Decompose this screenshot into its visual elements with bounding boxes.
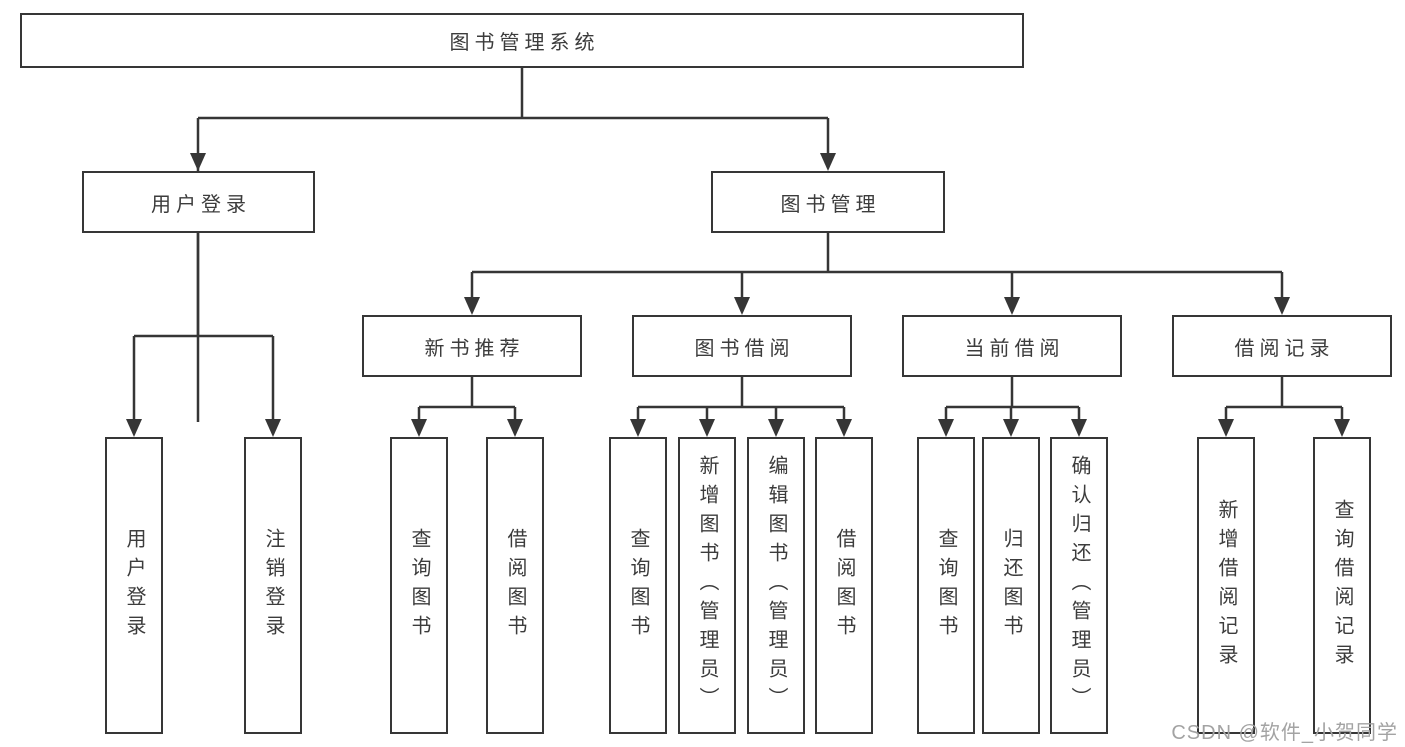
arrowhead bbox=[1004, 297, 1020, 315]
arrowhead bbox=[411, 419, 427, 437]
arrowhead bbox=[734, 297, 750, 315]
node-leaf-borrow-books-1: 借阅图书 bbox=[486, 437, 544, 734]
node-module-label: 当前借阅 bbox=[964, 337, 1065, 360]
node-leaf-confirm-return-admin: 确认归还（管理员） bbox=[1050, 437, 1108, 734]
arrowhead bbox=[938, 419, 954, 437]
node-leaf-return-books: 归还图书 bbox=[982, 437, 1040, 734]
node-leaf-label: 归还图书 bbox=[1000, 527, 1022, 644]
arrowhead bbox=[836, 419, 852, 437]
arrowhead bbox=[507, 419, 523, 437]
node-root-library-system: 图书管理系统 bbox=[20, 13, 1024, 68]
node-root-label: 图书管理系统 bbox=[449, 32, 600, 54]
node-leaf-user-login: 用户登录 bbox=[105, 437, 163, 734]
csdn-watermark: CSDN @软件_小贺同学 bbox=[1171, 722, 1398, 744]
node-module-new-book-recommend: 新书推荐 bbox=[362, 315, 582, 377]
arrowhead bbox=[1218, 419, 1234, 437]
node-module-label: 借阅记录 bbox=[1234, 337, 1335, 360]
arrowhead bbox=[1003, 419, 1019, 437]
node-branch-book-management: 图书管理 bbox=[711, 171, 945, 233]
node-module-label: 新书推荐 bbox=[424, 337, 525, 360]
arrowhead bbox=[699, 419, 715, 437]
node-leaf-query-books-3: 查询图书 bbox=[917, 437, 975, 734]
node-leaf-borrow-books-2: 借阅图书 bbox=[815, 437, 873, 734]
node-leaf-label: 确认归还（管理员） bbox=[1068, 455, 1090, 716]
node-leaf-label: 查询借阅记录 bbox=[1331, 498, 1353, 673]
arrowhead bbox=[126, 419, 142, 437]
arrowhead bbox=[190, 153, 206, 171]
node-leaf-label: 借阅图书 bbox=[504, 527, 526, 644]
node-module-borrow-records: 借阅记录 bbox=[1172, 315, 1392, 377]
node-leaf-query-books-1: 查询图书 bbox=[390, 437, 448, 734]
connector-login-leaves bbox=[132, 233, 275, 422]
node-leaf-label: 新增图书（管理员） bbox=[696, 455, 718, 716]
node-leaf-label: 借阅图书 bbox=[833, 527, 855, 644]
arrowhead bbox=[1274, 297, 1290, 315]
node-leaf-add-borrow-record: 新增借阅记录 bbox=[1197, 437, 1255, 734]
connector-module4-leaves bbox=[1224, 377, 1344, 422]
node-leaf-logout: 注销登录 bbox=[244, 437, 302, 734]
arrowhead bbox=[1334, 419, 1350, 437]
node-leaf-label: 编辑图书（管理员） bbox=[765, 455, 787, 716]
node-branch-label: 图书管理 bbox=[780, 193, 881, 216]
node-branch-label: 用户登录 bbox=[151, 193, 251, 216]
node-leaf-label: 查询图书 bbox=[935, 527, 957, 644]
arrowhead bbox=[768, 419, 784, 437]
connector-module3-leaves bbox=[944, 377, 1081, 422]
arrowhead bbox=[820, 153, 836, 171]
node-module-current-borrow: 当前借阅 bbox=[902, 315, 1122, 377]
node-leaf-label: 新增借阅记录 bbox=[1215, 498, 1237, 673]
node-module-book-borrow: 图书借阅 bbox=[632, 315, 852, 377]
node-leaf-query-books-2: 查询图书 bbox=[609, 437, 667, 734]
node-leaf-label: 查询图书 bbox=[408, 527, 430, 644]
arrowhead bbox=[630, 419, 646, 437]
node-leaf-edit-books-admin: 编辑图书（管理员） bbox=[747, 437, 805, 734]
connector-management-modules bbox=[470, 233, 1284, 300]
node-leaf-label: 注销登录 bbox=[262, 527, 284, 644]
node-leaf-query-borrow-record: 查询借阅记录 bbox=[1313, 437, 1371, 734]
arrowhead bbox=[1071, 419, 1087, 437]
node-leaf-add-books-admin: 新增图书（管理员） bbox=[678, 437, 736, 734]
node-branch-user-login: 用户登录 bbox=[82, 171, 315, 233]
node-leaf-label: 用户登录 bbox=[123, 527, 145, 644]
node-module-label: 图书借阅 bbox=[694, 337, 795, 360]
node-leaf-label: 查询图书 bbox=[627, 527, 649, 644]
connector-module1-leaves bbox=[417, 377, 517, 422]
arrowhead bbox=[464, 297, 480, 315]
connector-module2-leaves bbox=[636, 377, 846, 422]
arrowhead bbox=[265, 419, 281, 437]
